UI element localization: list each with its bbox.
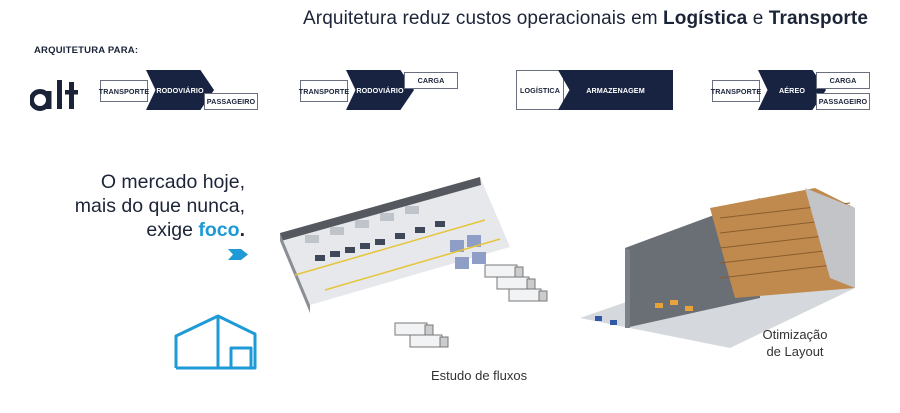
market-line-2: mais do que nunca,	[74, 195, 245, 217]
focus-word: foco	[198, 219, 240, 241]
architecture-for-label: ARQUITETURA PARA:	[34, 45, 139, 56]
warehouse-flow-study-image	[280, 177, 548, 348]
chain-box-carga: CARGA	[404, 72, 458, 89]
headline-text: Arquitetura reduz custos operacionais em	[303, 8, 664, 29]
market-line-1: O mercado hoje,	[100, 171, 245, 193]
headline-transporte: Transporte	[768, 8, 868, 29]
chain-arrow-aereo: AÉREO	[758, 70, 826, 110]
chain-box-carga: CARGA	[816, 72, 870, 89]
chain-box-transporte: TRANSPORTE	[711, 80, 761, 102]
chain-arrow-armazenagem: ARMAZENAGEM	[558, 70, 673, 110]
chain-box-passageiro: PASSAGEIRO	[816, 93, 870, 110]
chain-box-transporte: TRANSPORTE	[299, 80, 349, 102]
chain-box-logistica: LOGÍSTICA	[516, 70, 564, 110]
chain-arrow-rodoviario: RODOVIÁRIO	[146, 70, 214, 110]
chevron-right-icon	[228, 249, 248, 260]
chain-logistica-armazenagem: LOGÍSTICA ARMAZENAGEM	[516, 70, 676, 110]
alt-logo	[30, 80, 78, 111]
caption-flow-study: Estudo de fluxos	[431, 368, 528, 383]
chain-arrow-rodoviario: RODOVIÁRIO	[346, 70, 414, 110]
headline-and: e	[747, 8, 769, 29]
chain-transporte-rodoviario-carga: TRANSPORTE RODOVIÁRIO CARGA	[299, 70, 460, 110]
market-line-3: exige foco.	[146, 219, 245, 241]
building-icon	[174, 314, 257, 370]
layout-optimization-image	[580, 188, 855, 348]
caption-layout-optimization: Otimização de Layout	[762, 327, 828, 359]
chain-box-passageiro: PASSAGEIRO	[204, 93, 258, 110]
market-statement: O mercado hoje, mais do que nunca, exige…	[75, 170, 245, 242]
headline: Arquitetura reduz custos operacionais em…	[0, 8, 868, 30]
chain-box-transporte: TRANSPORTE	[99, 80, 149, 102]
headline-logistica: Logística	[663, 8, 748, 29]
chain-transporte-rodoviario-passageiro: TRANSPORTE RODOVIÁRIO PASSAGEIRO	[99, 70, 260, 110]
chain-transporte-aereo: TRANSPORTE AÉREO CARGA PASSAGEIRO	[711, 70, 872, 110]
